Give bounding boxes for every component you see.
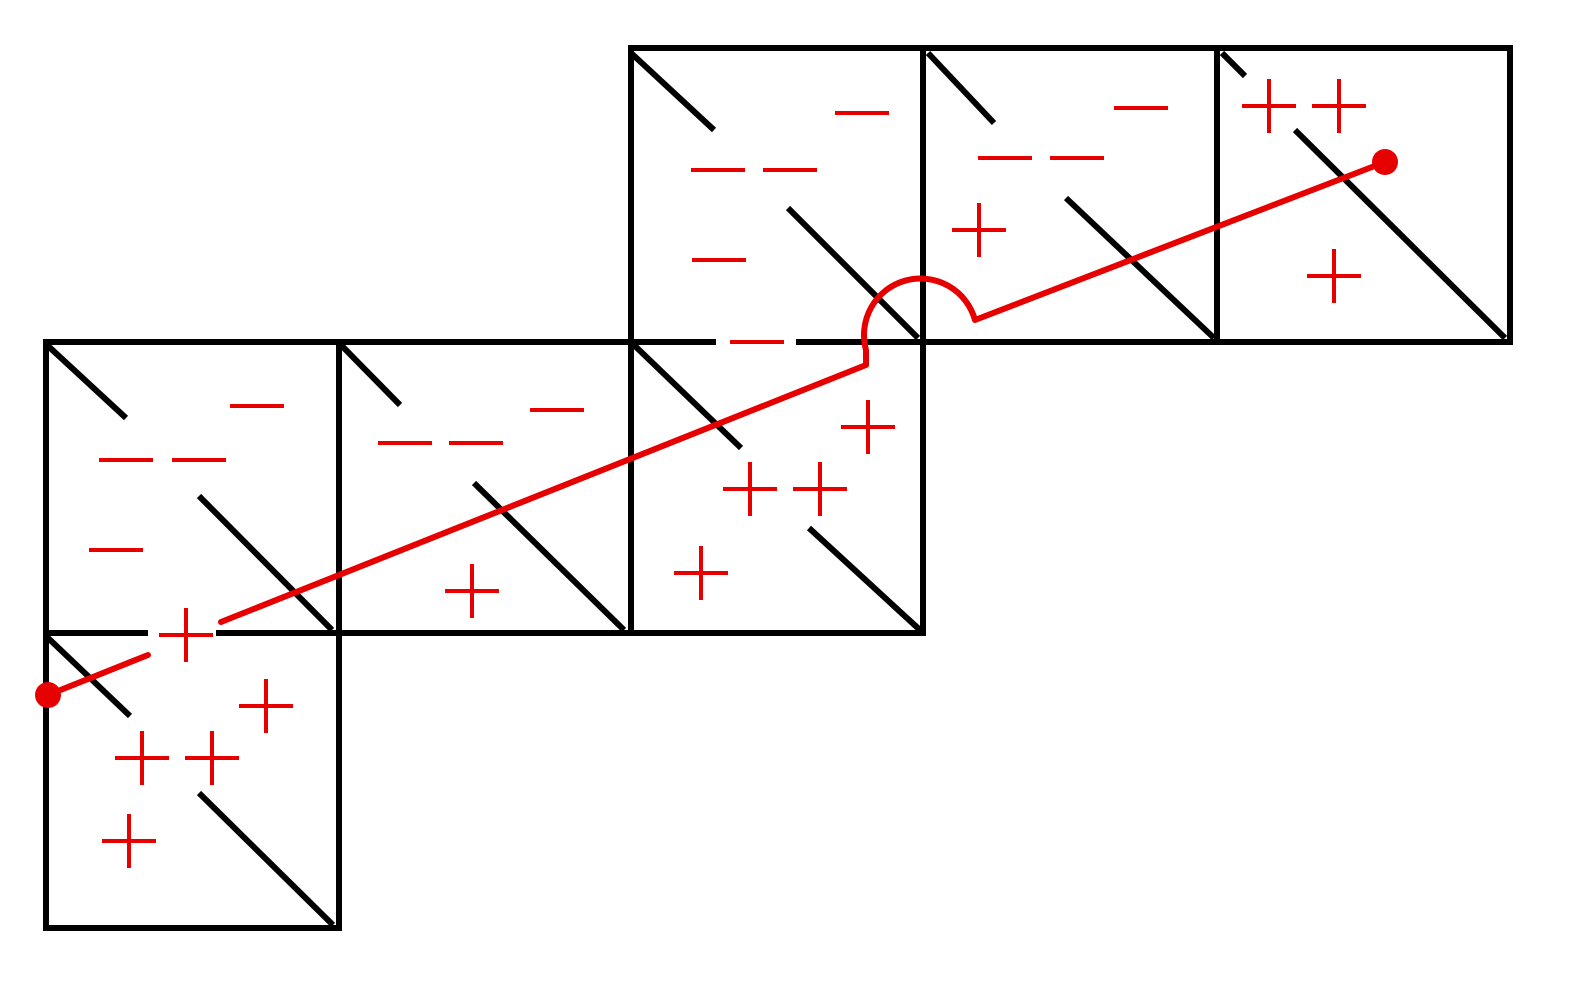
diagonal-segment bbox=[628, 50, 717, 133]
diagonal-segment bbox=[1292, 127, 1508, 341]
square-top-3 bbox=[1214, 45, 1513, 345]
plus-sign bbox=[102, 814, 156, 868]
plus-sign bbox=[159, 608, 213, 662]
plus-sign bbox=[115, 731, 169, 785]
diagonal-segment bbox=[338, 342, 403, 408]
diagonal-lines bbox=[44, 50, 1508, 928]
charge-symbols bbox=[89, 79, 1366, 868]
diagonal-segment bbox=[196, 493, 335, 633]
plus-sign bbox=[185, 731, 239, 785]
diagonal-segment bbox=[806, 525, 923, 633]
plus-sign bbox=[952, 203, 1006, 257]
diagonal-segment bbox=[925, 50, 997, 126]
plus-sign bbox=[674, 546, 728, 600]
diagonal-segment bbox=[785, 205, 921, 341]
path-segment-start bbox=[45, 652, 151, 698]
plus-sign bbox=[445, 564, 499, 618]
plus-sign bbox=[1242, 79, 1296, 133]
diagonal-segment bbox=[471, 480, 627, 633]
plus-sign bbox=[723, 462, 777, 516]
diagonal-segment bbox=[196, 790, 336, 928]
plus-sign bbox=[1312, 79, 1366, 133]
path-endpoint-end bbox=[1372, 149, 1398, 175]
diagonal-segment bbox=[1219, 50, 1248, 79]
plus-sign bbox=[1307, 249, 1361, 303]
plus-sign bbox=[841, 400, 895, 454]
diagonal-segment bbox=[44, 342, 129, 421]
diagonal-segment bbox=[631, 342, 744, 451]
diagonal-segment bbox=[1063, 195, 1217, 341]
plus-sign bbox=[239, 679, 293, 733]
plus-sign bbox=[793, 462, 847, 516]
red-path bbox=[35, 149, 1398, 708]
grid-layer bbox=[43, 45, 1513, 931]
path-segment-main bbox=[218, 159, 1388, 625]
path-endpoint-start bbox=[35, 682, 61, 708]
